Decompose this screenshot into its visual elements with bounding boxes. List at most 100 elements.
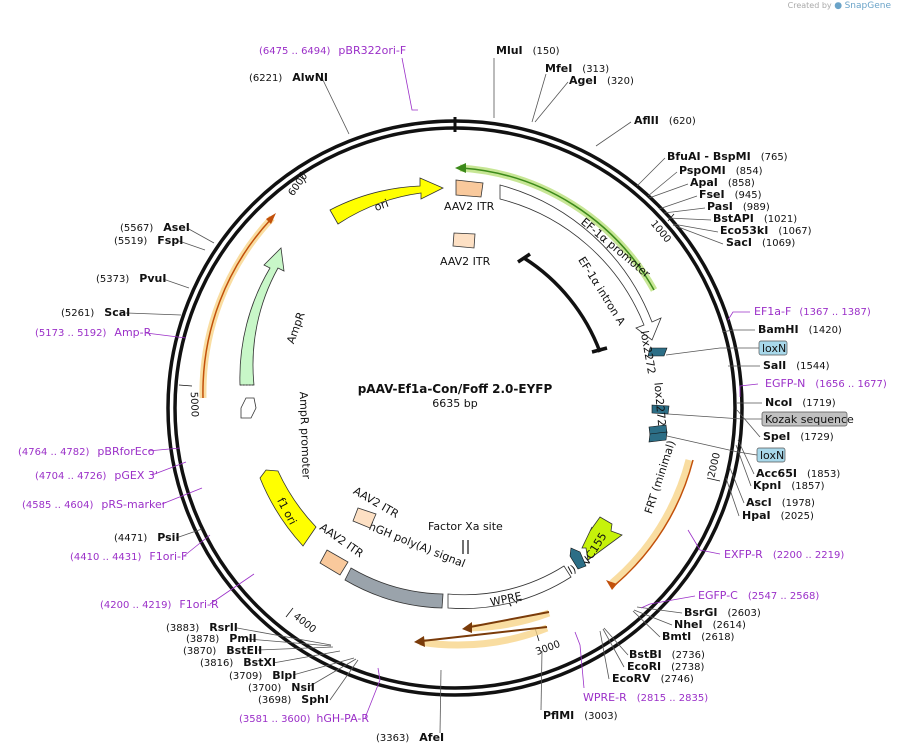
- site-asei: (5567)AseI: [120, 221, 190, 234]
- leader-bstbi: [603, 627, 629, 656]
- site-agei: AgeI(320): [569, 74, 634, 87]
- feature-tags: loxN Kozak sequence loxN: [756, 340, 854, 463]
- aav2-itr-1-label: AAV2 ITR: [444, 200, 495, 213]
- primer-f1ori-r: (4200 .. 4219)F1ori-R: [100, 598, 219, 611]
- lox2272-2-label: lox2272: [651, 382, 668, 427]
- tick-mark-1000: [667, 213, 675, 222]
- leader-asci: [729, 467, 745, 504]
- aav2-itr-3: [352, 507, 377, 529]
- frag-arrowhead-1: [462, 622, 472, 633]
- leader-pvui: [162, 278, 190, 289]
- site-labels: MluI(150) MfeI(313) AgeI(320) AflII(620)…: [61, 44, 842, 744]
- leader-rsrii: [236, 627, 332, 646]
- primer-leader-exfp-r: [687, 529, 721, 555]
- leader-nhei: [633, 609, 673, 626]
- leader-pasi: [663, 207, 706, 214]
- site-ncoi: NcoI(1719): [765, 396, 836, 409]
- primer-leader-egfp-c: [640, 595, 696, 609]
- ampr-promoter-label: AmpR promoter: [297, 391, 313, 479]
- leader-bmti: [632, 610, 661, 638]
- primer-ef1a-f: EF1a-F(1367 .. 1387): [754, 305, 871, 318]
- leader-asei: [186, 227, 215, 244]
- site-bmti: BmtI(2618): [662, 630, 735, 643]
- frag-arc-1: [469, 611, 550, 628]
- f1-ori: [259, 469, 317, 547]
- tick-label-4000: 4000: [291, 611, 318, 635]
- tick-label-1000: 1000: [648, 219, 673, 246]
- primer-leader-wpre-r: [574, 631, 585, 689]
- site-apai: ApaI(858): [690, 176, 755, 189]
- frag-arc-2: [421, 626, 548, 642]
- snapgene-credit: Created by ● SnapGene: [788, 1, 891, 11]
- tick-label-3000: 3000: [534, 639, 562, 658]
- site-acc65i: Acc65I(1853): [756, 467, 840, 480]
- eyfp-arc: [614, 459, 694, 586]
- primer-leader-pgex3: [151, 461, 187, 476]
- site-sali: SalI(1544): [763, 359, 830, 372]
- ef1a-promoter: [499, 184, 662, 341]
- leader-scai: [125, 312, 182, 316]
- leader-alwni: [321, 77, 350, 135]
- leader-loxn-1: [665, 347, 760, 356]
- site-saci: SacI(1069): [726, 236, 795, 249]
- kozak-tag-label: Kozak sequence: [765, 413, 854, 426]
- kozak-tag: [761, 411, 848, 427]
- site-nsii: (3700)NsiI: [248, 681, 315, 694]
- leader-bstxi: [272, 650, 341, 664]
- snapgene-logo: ●: [834, 1, 843, 11]
- loxn-tag-1-label: loxN: [762, 342, 786, 355]
- primer-pbr322ori-f: (6475 .. 6494)pBR322ori-F: [259, 44, 406, 57]
- primer-leader-pbrforeco: [147, 447, 181, 452]
- leader-bamhi: [721, 329, 755, 333]
- plasmid-size: 6635 bp: [432, 397, 477, 410]
- site-bsteii: (3870)BstEII: [183, 644, 262, 657]
- loxn-tag-2: [756, 447, 786, 463]
- ampr-promoter: [240, 397, 257, 419]
- site-bamhi: BamHI(1420): [758, 323, 842, 336]
- primer-leader-f1ori-f: [183, 534, 211, 557]
- factor-xa-label: Factor Xa site: [428, 520, 503, 533]
- site-afei: (3363)AfeI: [376, 731, 444, 744]
- frt-marker: [569, 547, 587, 570]
- primer-leader-hgh-pa-r: [364, 667, 381, 719]
- leader-pmli: [247, 638, 332, 647]
- primer-leader-lines: [145, 57, 759, 719]
- vc155: [581, 516, 623, 561]
- plasmid-title: pAAV-Ef1a-Con/Foff 2.0-EYFP 6635 bp: [358, 382, 553, 410]
- ef1a-intron-a: [517, 252, 608, 354]
- primer-leader-pbr322ori-f: [401, 57, 418, 111]
- site-bsrgi: BsrGI(2603): [684, 606, 761, 619]
- aav2-itr-2: [452, 232, 476, 249]
- tick-mark-2000: [706, 477, 721, 482]
- primer-wpre-r: WPRE-R(2815 .. 2835): [583, 691, 708, 704]
- leader-pspomi: [647, 171, 678, 197]
- lox2272-1: [647, 347, 668, 357]
- primer-hgh-pa-r: (3581 .. 3600)hGH-PA-R: [239, 712, 369, 725]
- tick-label-2000: 2000: [706, 452, 722, 479]
- leader-ecorv: [599, 630, 610, 680]
- site-asci: AscI(1978): [746, 496, 815, 509]
- leader-kozak: [667, 413, 762, 420]
- site-rsrii: (3883)RsrII: [166, 621, 238, 634]
- primer-prs-marker: (4585 .. 4604)pRS-marker: [22, 498, 167, 511]
- leader-blpi: [292, 657, 355, 676]
- primer-pgex3: (4704 .. 4726)pGEX 3': [35, 469, 158, 482]
- green-arc-arrowhead: [455, 163, 466, 173]
- primer-egfp-c: EGFP-C(2547 .. 2568): [698, 589, 819, 602]
- aav2-itr-4: [319, 549, 349, 576]
- credit-brand: SnapGene: [844, 1, 891, 11]
- tag-leader-lines: [665, 347, 762, 456]
- leader-acc65i: [737, 439, 755, 475]
- frag-glow-1: [467, 609, 551, 632]
- primer-pbrforeco: (4764 .. 4782)pBRforEco: [18, 445, 155, 458]
- leader-spei: [736, 409, 761, 438]
- site-ecori: EcoRI(2738): [627, 660, 705, 673]
- site-bstapi: BstAPI(1021): [713, 212, 797, 225]
- site-bstxi: (3816)BstXI: [200, 656, 276, 669]
- site-blpi: (3709)BlpI: [229, 669, 296, 682]
- leader-agei: [534, 81, 569, 123]
- ori: [329, 177, 444, 225]
- site-pspomi: PspOMI(854): [679, 164, 763, 177]
- leader-afei: [439, 669, 442, 734]
- site-bfuai-bspmi: BfuAI - BspMI(765): [667, 150, 788, 163]
